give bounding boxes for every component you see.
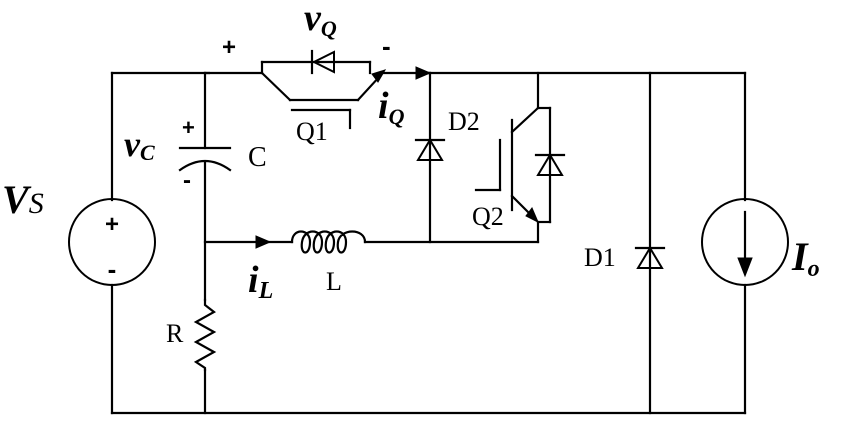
capacitor-c: + - C vC [124,115,267,194]
wires [110,71,747,415]
vq-label: vQ [304,0,337,41]
inductor-label: L [326,267,342,296]
vc-label: vC [124,124,155,165]
vc-plus-sign: + [182,115,195,140]
il-label: iL [248,259,273,304]
vs-label: VS [2,177,44,222]
voltage-source-vs: + - VS [2,177,156,286]
vs-minus-sign: - [108,254,117,284]
d1-label: D1 [584,243,616,272]
vq-plus-sign: + [222,34,236,61]
current-source-io: Io [701,198,820,286]
vs-plus-sign: + [105,211,119,238]
resistor-r: R [166,298,217,372]
d2-label: D2 [448,107,480,136]
iq-label: iQ [378,85,405,129]
diode-d2: D2 [414,107,480,161]
inductor-l: L iL [245,230,367,304]
switch-q1: Q1 + - vQ iQ [203,0,432,146]
capacitor-label: C [248,142,267,173]
vq-minus-sign: - [382,31,391,61]
vc-minus-sign: - [183,167,191,194]
resistor-label: R [166,319,184,348]
diode-d1: D1 [584,243,666,272]
switch-q2: Q2 [472,106,566,231]
q1-label: Q1 [296,117,328,146]
io-label: Io [791,234,820,282]
q2-label: Q2 [472,202,504,231]
